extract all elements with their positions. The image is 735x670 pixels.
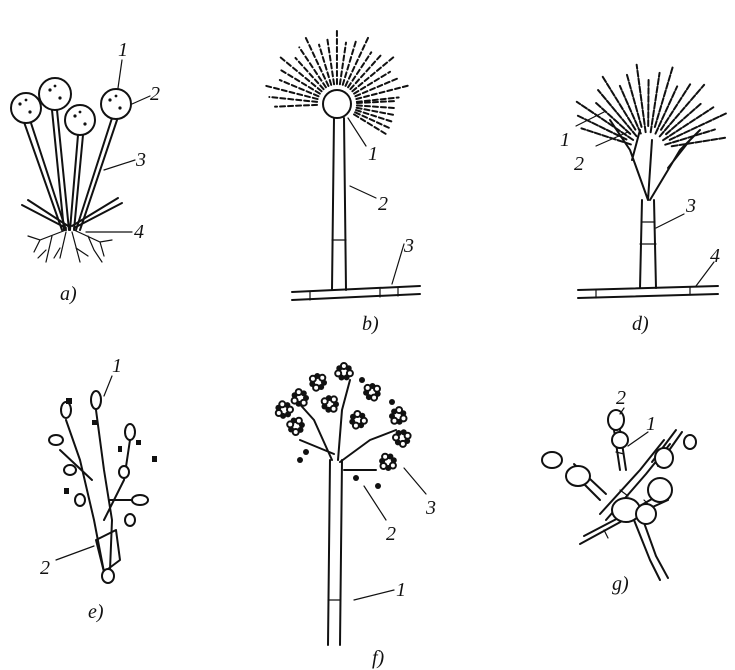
spore-cluster-dot [387, 454, 393, 460]
panel-g-label-1: 1 [646, 413, 656, 435]
panel-b-drawing [265, 30, 420, 300]
spore-cluster-dot [301, 390, 307, 396]
panel-b: 1 2 3 b) [265, 30, 420, 335]
spore-cluster-dot [276, 410, 282, 416]
spore-chain [275, 105, 317, 107]
panel-d-label-1: 1 [560, 129, 570, 151]
panel-g: 2 1 g) [542, 387, 696, 595]
spore-cluster-dot [335, 370, 341, 376]
spore-cluster-dot [285, 411, 291, 417]
loose-spore [359, 377, 365, 383]
panel-d-label-4: 4 [710, 245, 720, 267]
spore-cluster-dot [299, 422, 305, 428]
panel-f-label-1: 1 [396, 579, 406, 601]
loose-spore [353, 475, 359, 481]
spore-chain [352, 57, 394, 91]
panel-a-label-1: 1 [118, 39, 128, 61]
spore-chain [357, 105, 395, 108]
spore-cluster-dot [405, 433, 411, 439]
panel-e-drawing [49, 376, 157, 583]
panel-b-caption: b) [362, 313, 379, 335]
panel-d-label-2: 2 [574, 153, 584, 175]
spore-cluster-dot [366, 394, 372, 400]
loose-spore [389, 399, 395, 405]
spore-chain [357, 108, 394, 115]
panel-d-drawing [576, 65, 726, 298]
spore-cluster-dot [382, 454, 388, 460]
panel-e: 1 2 e) [40, 355, 157, 623]
loose-spore [375, 483, 381, 489]
spore-cluster-dot [321, 380, 327, 386]
spore-cluster-dot [296, 389, 302, 395]
loose-spore [297, 457, 303, 463]
panel-f: 1 2 3 f) [275, 363, 436, 669]
panel-a-caption: a) [60, 283, 77, 305]
spore-cluster-dot [344, 374, 350, 380]
panel-b-label-3: 3 [403, 235, 414, 257]
panel-d-label-3: 3 [685, 195, 696, 217]
panel-a-label-2: 2 [150, 83, 160, 105]
spore-cluster-dot [389, 413, 395, 419]
panel-f-caption: f) [372, 647, 385, 669]
panel-a-label-3: 3 [135, 149, 146, 171]
panel-e-label-1: 1 [112, 355, 122, 377]
panel-b-label-1: 1 [368, 143, 378, 165]
panel-f-label-3: 3 [425, 497, 436, 519]
panel-a: 1 2 3 4 a) [11, 39, 160, 305]
loose-spore [303, 449, 309, 455]
panel-b-label-2: 2 [378, 193, 388, 215]
panel-e-caption: e) [88, 601, 104, 623]
panel-d-caption: d) [632, 313, 649, 335]
panel-g-drawing [542, 408, 696, 580]
spore-cluster-dot [371, 395, 377, 401]
spore-cluster-dot [396, 430, 402, 436]
panel-e-label-2: 2 [40, 557, 50, 579]
spore-cluster-dot [325, 407, 331, 413]
spore-cluster-dot [279, 401, 285, 407]
panel-f-label-2: 2 [386, 523, 396, 545]
panel-a-label-4: 4 [134, 221, 144, 243]
spore-chain [280, 57, 322, 91]
panel-a-drawing [11, 60, 150, 262]
panel-d: 1 2 3 4 d) [560, 65, 726, 335]
spore-cluster-dot [331, 406, 337, 412]
panel-g-label-2: 2 [616, 387, 626, 409]
spore-cluster-dot [301, 400, 307, 406]
conidial-chain [672, 138, 725, 146]
spore-cluster-dot [349, 419, 355, 425]
spore-cluster-dot [292, 398, 298, 404]
spore-cluster-dot [374, 386, 380, 392]
panel-g-caption: g) [612, 573, 629, 595]
panel-f-drawing [275, 363, 426, 645]
